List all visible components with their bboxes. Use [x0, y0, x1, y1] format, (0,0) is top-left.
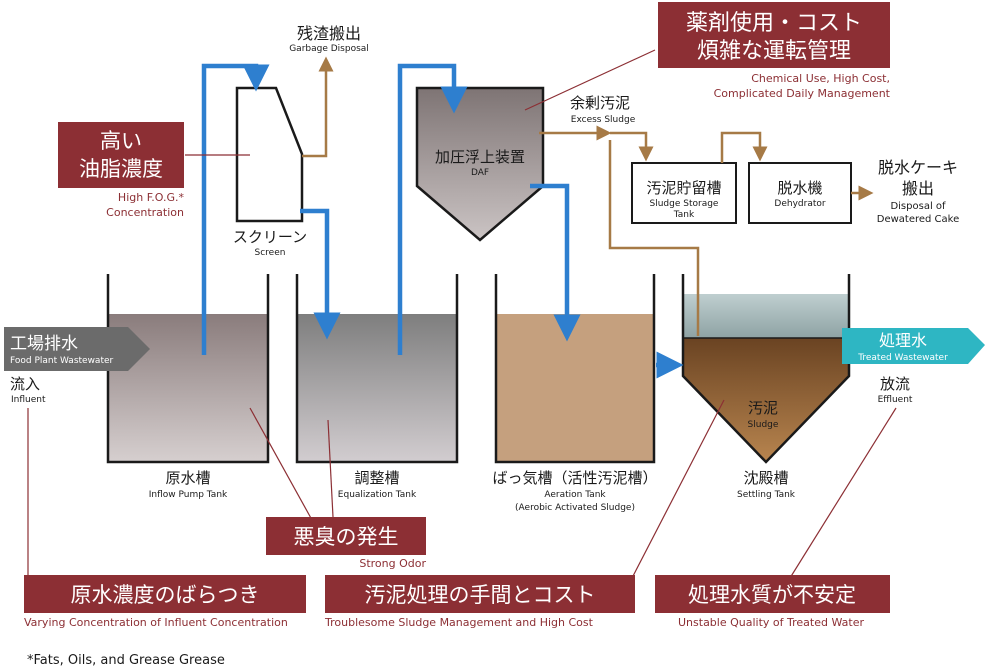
callout-sludge-cost-jp: 汚泥処理の手間とコスト — [365, 583, 596, 607]
equalization-tank-en: Equalization Tank — [338, 490, 417, 500]
inflow-pump-tank — [106, 274, 270, 464]
chemical-callout-en2: Complicated Daily Management — [714, 87, 891, 100]
chemical-callout-line2: 煩雑な運転管理 — [697, 39, 851, 64]
chemical-callout-box — [658, 2, 890, 68]
pipe-screen-to-equalization — [300, 208, 341, 340]
garbage-en: Garbage Disposal — [289, 44, 369, 54]
aeration-tank-jp: ばっ気槽（活性汚泥槽） — [492, 469, 657, 487]
screen-jp: スクリーン — [233, 228, 307, 246]
fog-callout-en2: Concentration — [106, 206, 184, 219]
dehydrator-jp: 脱水機 — [777, 179, 822, 197]
chemical-callout-en1: Chemical Use, High Cost, — [751, 72, 890, 85]
line-settling-return — [608, 140, 700, 336]
cake-jp2: 搬出 — [902, 179, 934, 198]
daf-unit — [415, 86, 545, 242]
callout-unstable-quality-jp: 処理水質が不安定 — [688, 583, 856, 607]
callout-sludge-cost-box — [325, 575, 635, 613]
effluent-jp: 放流 — [880, 375, 910, 393]
aeration-tank — [494, 274, 656, 464]
sludge-storage-en2: Tank — [673, 210, 695, 220]
sludge-storage-tank-box — [631, 162, 737, 224]
fog-callout-line1: 高い — [100, 129, 142, 153]
fog-callout-line2: 油脂濃度 — [79, 157, 163, 181]
fog-callout-box — [58, 122, 184, 188]
screen-unit — [235, 86, 304, 223]
leader-lines — [27, 49, 897, 579]
cake-jp1: 脱水ケーキ — [878, 158, 958, 177]
effluent-en: Effluent — [878, 395, 913, 405]
influent-jp: 流入 — [10, 375, 40, 393]
line-storage-to-dehydrator — [720, 131, 768, 163]
settling-tank-en: Settling Tank — [737, 490, 796, 500]
dehydrator-en: Dehydrator — [774, 199, 825, 209]
line-screen-garbage — [302, 56, 334, 158]
sludge-storage-jp: 汚泥貯留槽 — [646, 179, 721, 197]
odor-callout-box — [266, 517, 426, 555]
sludge-lines — [302, 56, 874, 336]
pipe-inflow-to-screen — [201, 63, 270, 355]
settling-tank-jp: 沈殿槽 — [743, 469, 788, 487]
excess-sludge-en: Excess Sludge — [571, 115, 636, 125]
callout-sludge-cost-en: Troublesome Sludge Management and High C… — [324, 616, 594, 629]
equalization-tank-jp: 調整槽 — [354, 469, 399, 487]
callout-influent-variation-en: Varying Concentration of Influent Concen… — [24, 616, 288, 629]
callout-unstable-quality-en: Unstable Quality of Treated Water — [678, 616, 864, 629]
effluent-tag-jp: 処理水 — [879, 331, 927, 350]
chemical-callout-line1: 薬剤使用・コスト — [686, 11, 862, 36]
inflow-tank-en: Inflow Pump Tank — [149, 490, 228, 500]
fog-callout-en1: High F.O.G.* — [118, 191, 185, 204]
callout-influent-variation-box — [24, 575, 306, 613]
dehydrator-box — [748, 162, 852, 224]
callout-unstable-quality-box — [655, 575, 890, 613]
daf-en: DAF — [471, 168, 489, 178]
sludge-en: Sludge — [748, 420, 779, 430]
inflow-tank-jp: 原水槽 — [165, 469, 210, 487]
cake-en2: Dewatered Cake — [877, 214, 960, 225]
influent-en: Influent — [11, 395, 46, 405]
influent-tag-jp: 工場排水 — [10, 334, 78, 354]
effluent-tag — [842, 328, 985, 364]
equalization-tank — [295, 274, 459, 464]
excess-sludge-jp: 余剰汚泥 — [570, 94, 630, 112]
blue-pipes — [201, 63, 684, 379]
odor-callout-en: Strong Odor — [359, 557, 426, 570]
influent-tag — [4, 327, 150, 371]
pipe-equalization-to-daf — [397, 63, 468, 355]
sludge-storage-en1: Sludge Storage — [650, 199, 719, 209]
odor-callout-jp: 悪臭の発生 — [294, 525, 399, 549]
screen-en: Screen — [255, 248, 286, 258]
line-excess-to-storage — [610, 131, 654, 162]
settling-tank — [681, 274, 851, 464]
aeration-tank-en2: (Aerobic Activated Sludge) — [515, 503, 635, 513]
cake-en1: Disposal of — [890, 201, 946, 212]
garbage-jp: 残渣搬出 — [297, 24, 361, 43]
footnote: *Fats, Oils, and Grease Grease — [27, 653, 225, 668]
callout-influent-variation-jp: 原水濃度のばらつき — [71, 583, 260, 607]
sludge-jp: 汚泥 — [748, 399, 778, 417]
effluent-tag-en: Treated Wastewater — [857, 353, 948, 363]
aeration-tank-en1: Aeration Tank — [544, 490, 606, 500]
daf-jp: 加圧浮上装置 — [435, 148, 525, 166]
influent-tag-en: Food Plant Wastewater — [10, 356, 114, 366]
pipe-daf-to-aeration — [530, 183, 581, 342]
